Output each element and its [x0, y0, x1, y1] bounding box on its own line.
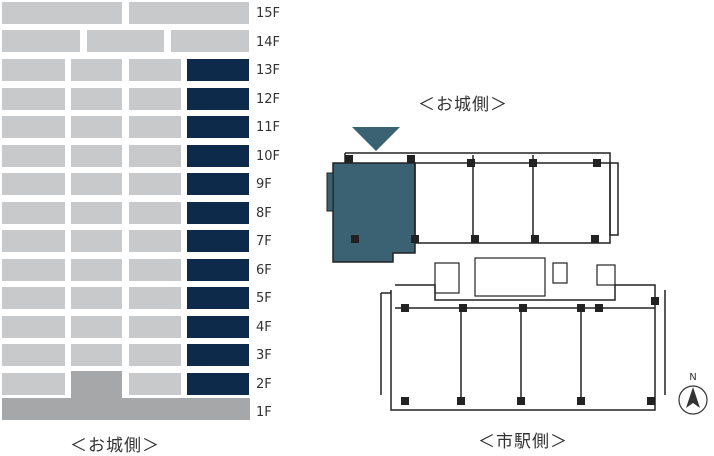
floor-1-lobby: [2, 398, 250, 420]
floor-7f-unit-3[interactable]: [129, 230, 181, 252]
floor-2f-unit-3[interactable]: [129, 372, 181, 395]
floor-15-unit-b[interactable]: [129, 2, 249, 24]
floor-2f-unit-1[interactable]: [2, 372, 65, 395]
floor-5f-unit-2[interactable]: [71, 287, 122, 309]
floor-label-1[interactable]: 1F: [256, 405, 272, 420]
floor-7f-unit-1[interactable]: [2, 230, 65, 252]
floor-3f-unit-2[interactable]: [71, 344, 122, 366]
highlighted-unit-balcony: [326, 172, 334, 212]
floor-11f-unit-2[interactable]: [71, 116, 122, 138]
floor-3f-unit-1[interactable]: [2, 344, 65, 366]
floor-12f-unit-1[interactable]: [2, 87, 65, 110]
floor-13f-unit-4[interactable]: [187, 59, 249, 81]
floor-label-9[interactable]: 9F: [256, 177, 272, 192]
corridor: [474, 257, 546, 297]
floor-label-4[interactable]: 4F: [256, 320, 272, 335]
floor-label-14[interactable]: 14F: [256, 35, 281, 50]
floor-6f-unit-3[interactable]: [129, 258, 181, 281]
floor-3f-unit-4[interactable]: [187, 344, 249, 366]
floor-3f-unit-3[interactable]: [129, 344, 181, 366]
castle-side-label-top: ＜お城側＞: [418, 95, 508, 115]
floor-14-unit-b[interactable]: [87, 30, 164, 52]
floor-4f-unit-3[interactable]: [129, 315, 181, 338]
floor-12f-unit-3[interactable]: [129, 87, 181, 110]
floor-5f-unit-3[interactable]: [129, 287, 181, 309]
north-label: N: [689, 372, 696, 383]
floor-5f-unit-1[interactable]: [2, 287, 65, 309]
floor-label-12[interactable]: 12F: [256, 92, 281, 107]
floor-10f-unit-1[interactable]: [2, 144, 65, 167]
floor-8f-unit-4[interactable]: [187, 201, 249, 224]
floor-13f-unit-2[interactable]: [71, 59, 122, 81]
floor-label-7[interactable]: 7F: [256, 234, 272, 249]
floor-label-8[interactable]: 8F: [256, 206, 272, 221]
stair-east: [552, 262, 568, 284]
floor-label-15[interactable]: 15F: [256, 6, 281, 21]
floor-9f-unit-2[interactable]: [71, 173, 122, 195]
floor-9f-unit-4[interactable]: [187, 173, 249, 195]
floor-2-entrance-void: [71, 371, 122, 399]
floor-label-11[interactable]: 11F: [256, 120, 281, 135]
floor-label-6[interactable]: 6F: [256, 263, 272, 278]
floor-8f-unit-3[interactable]: [129, 201, 181, 224]
unit-pointer-triangle: [352, 127, 400, 151]
floor-6f-unit-4[interactable]: [187, 258, 249, 281]
floor-7f-unit-4[interactable]: [187, 230, 249, 252]
highlighted-unit[interactable]: [332, 162, 416, 263]
floor-plan: [326, 127, 666, 411]
floor-7f-unit-2[interactable]: [71, 230, 122, 252]
floor-9f-unit-1[interactable]: [2, 173, 65, 195]
station-side-label: ＜市駅側＞: [478, 432, 568, 452]
bottom-block-outline: [390, 284, 656, 411]
floor-6f-unit-1[interactable]: [2, 258, 65, 281]
floor-10f-unit-2[interactable]: [71, 144, 122, 167]
floor-6f-unit-2[interactable]: [71, 258, 122, 281]
floor-4f-unit-2[interactable]: [71, 315, 122, 338]
floor-10f-unit-3[interactable]: [129, 144, 181, 167]
floor-10f-unit-4[interactable]: [187, 144, 249, 167]
floor-11f-unit-1[interactable]: [2, 116, 65, 138]
floor-15-unit-a[interactable]: [2, 2, 122, 24]
floor-14-unit-a[interactable]: [2, 30, 80, 52]
floor-label-2[interactable]: 2F: [256, 377, 272, 392]
floor-12f-unit-4[interactable]: [187, 87, 249, 110]
floor-9f-unit-3[interactable]: [129, 173, 181, 195]
floor-label-13[interactable]: 13F: [256, 63, 281, 78]
floor-stack: 15F 14F 13F 12F 11F 10F 9F 8F 7F 6F 5F 4…: [0, 0, 300, 454]
floor-11f-unit-4[interactable]: [187, 116, 249, 138]
castle-side-label-bottom: ＜お城側＞: [70, 436, 160, 456]
floor-13f-unit-3[interactable]: [129, 59, 181, 81]
floor-label-3[interactable]: 3F: [256, 348, 272, 363]
floor-8f-unit-1[interactable]: [2, 201, 65, 224]
floor-label-10[interactable]: 10F: [256, 149, 281, 164]
floor-5f-unit-4[interactable]: [187, 287, 249, 309]
floor-11f-unit-3[interactable]: [129, 116, 181, 138]
floor-8f-unit-2[interactable]: [71, 201, 122, 224]
north-compass-icon: N: [678, 372, 708, 415]
floor-2f-unit-4[interactable]: [187, 372, 249, 395]
floor-4f-unit-4[interactable]: [187, 315, 249, 338]
stair-right: [596, 264, 616, 286]
floor-13f-unit-1[interactable]: [2, 59, 65, 81]
floor-12f-unit-2[interactable]: [71, 87, 122, 110]
floor-label-5[interactable]: 5F: [256, 291, 272, 306]
core-elevator: [434, 262, 460, 294]
floor-14-unit-c[interactable]: [171, 30, 249, 52]
floor-4f-unit-1[interactable]: [2, 315, 65, 338]
